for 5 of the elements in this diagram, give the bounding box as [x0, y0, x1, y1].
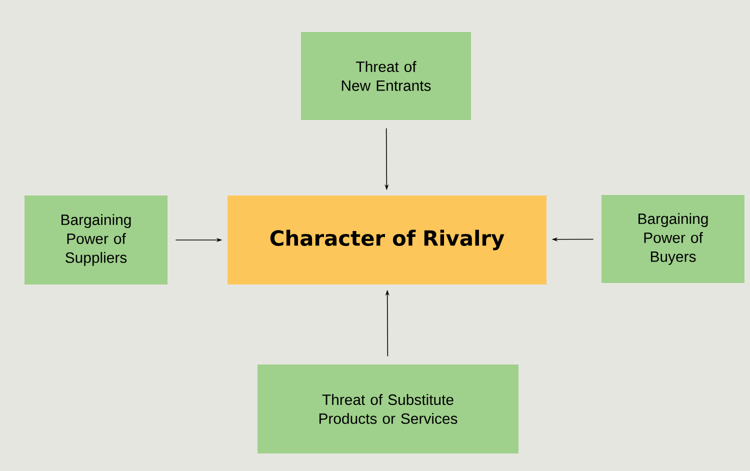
force-box: Threat of New Entrants	[301, 32, 471, 120]
main-box: Character of Rivalry	[228, 196, 546, 284]
force-box: Threat of Substitute Products or Services	[258, 364, 518, 454]
force-box: Bargaining Power of Suppliers	[24, 196, 168, 284]
force-box: Bargaining Power of Buyers	[602, 195, 744, 283]
